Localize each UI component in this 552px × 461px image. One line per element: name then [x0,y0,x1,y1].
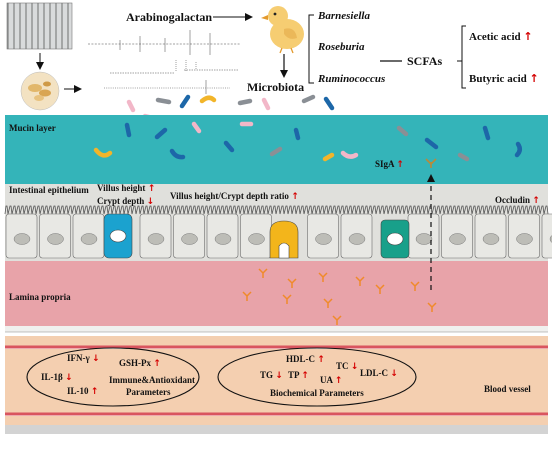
cell-nucleus [482,233,500,245]
microvilli [4,205,549,215]
lamina-antibodies [242,268,437,325]
antibody-icon [323,298,333,308]
chemical-structure [88,30,240,94]
mucin-layer-label: Mucin layer [9,123,56,133]
up-arrow-icon: ↑ [523,30,533,43]
down-arrow-icon: ↓ [350,362,359,372]
up-arrow-icon: ↑ [396,160,404,170]
bacteria-ruminococcus: Ruminococcus [318,73,386,85]
up-arrow-icon: ↑ [291,192,299,202]
bacteria-roseburia: Roseburia [318,41,365,53]
scfa-label: SCFAs [407,54,443,68]
up-arrow-icon: ↑ [90,387,99,397]
cell-nucleus [315,233,332,245]
up-arrow-icon: ↑ [147,184,156,194]
antibody-icon [287,278,297,288]
forest-photo [6,2,73,50]
il-1beta-label: IL-1β ↓ [41,372,73,383]
acetic-acid-label: Acetic acid ↑ [469,30,533,43]
down-arrow-icon: ↓ [91,354,100,364]
blood-vessel-wall-top [5,336,548,347]
antibody-icon [427,302,437,312]
antibody-icon [355,276,365,286]
siga-antibody [425,158,437,168]
crypt-depth-label: Crypt depth ↓ [97,196,155,207]
lamina-propria-band [5,261,548,326]
ua-label: UA ↑ [320,375,343,386]
goblet-cell-blue [103,213,133,259]
cell-nucleus [449,233,466,245]
ifn-gamma-label: IFN-γ ↓ [67,353,100,364]
up-arrow-icon: ↑ [301,371,309,381]
immune-oval [26,347,200,407]
down-arrow-icon: ↓ [65,373,73,383]
up-arrow-icon: ↑ [334,376,343,386]
il-10-label: IL-10 ↑ [67,386,99,397]
ldl-c-label: LDL-C ↓ [360,368,398,379]
compound-label: Arabinogalactan [126,10,213,24]
bacteria-barnesiella: Barnesiella [318,10,370,22]
cell-nucleus [214,233,232,245]
epithelium-label: Intestinal epithelium [9,185,89,195]
cell-nucleus [181,233,198,245]
gsh-px-label: GSH-Px ↑ [119,358,161,369]
biochemical-oval [217,347,417,407]
epithelial-cell [541,213,552,259]
microbiota-label: Microbiota [247,80,305,94]
tp-label: TP ↑ [288,370,309,381]
down-arrow-icon: ↓ [146,197,155,207]
antibody-icon [332,315,342,325]
cell-nucleus [13,233,31,245]
down-arrow-icon: ↓ [275,371,283,381]
mucin-bacteria [93,121,522,162]
up-arrow-icon: ↑ [532,196,540,206]
blood-vessel-wall-bottom [5,416,548,425]
antibody-icon [318,272,328,282]
antibody-icon [282,294,292,304]
immune-title-line1: Immune&Antioxidant [109,375,196,385]
cell-nucleus [415,233,433,245]
vh-cd-ratio-label: Villus height/Crypt depth ratio ↑ [170,191,299,202]
antibody-icon [258,268,268,278]
cell-nucleus [516,233,533,245]
tc-label: TC ↓ [336,361,359,372]
occludin-label: Occludin ↑ [495,195,540,206]
goblet-cell-yellow [269,220,299,259]
antibody-icon [410,281,420,291]
cell-nucleus [80,233,98,245]
cell-nucleus [348,233,366,245]
up-arrow-icon: ↑ [529,72,539,85]
antibody-icon [242,291,252,301]
bacteria-bracket [308,14,314,84]
chick-icon [261,6,304,54]
immune-title-line2: Parameters [126,387,171,397]
antibody-icon [375,284,385,294]
biochemical-title: Biochemical Parameters [270,388,364,398]
siga-label: SIgA ↑ [375,159,404,170]
lamina-propria-label: Lamina propria [9,292,71,302]
cell-nucleus [47,233,64,245]
down-arrow-icon: ↓ [390,369,398,379]
blood-vessel-label: Blood vessel [484,384,531,394]
villus-height-label: Villus height ↑ [97,183,156,194]
hdl-c-label: HDL-C ↑ [286,354,325,365]
cell-nucleus [147,233,165,245]
free-bacteria [126,94,335,121]
up-arrow-icon: ↑ [153,359,161,369]
goblet-cell-teal [380,219,410,259]
arabinogalactan-powder-image [20,71,60,111]
acids-bracket [461,25,466,89]
epithelial-cells [5,213,552,259]
tg-label: TG ↓ [260,370,283,381]
cell-nucleus [248,233,265,245]
up-arrow-icon: ↑ [317,355,325,365]
butyric-acid-label: Butyric acid ↑ [469,72,539,85]
